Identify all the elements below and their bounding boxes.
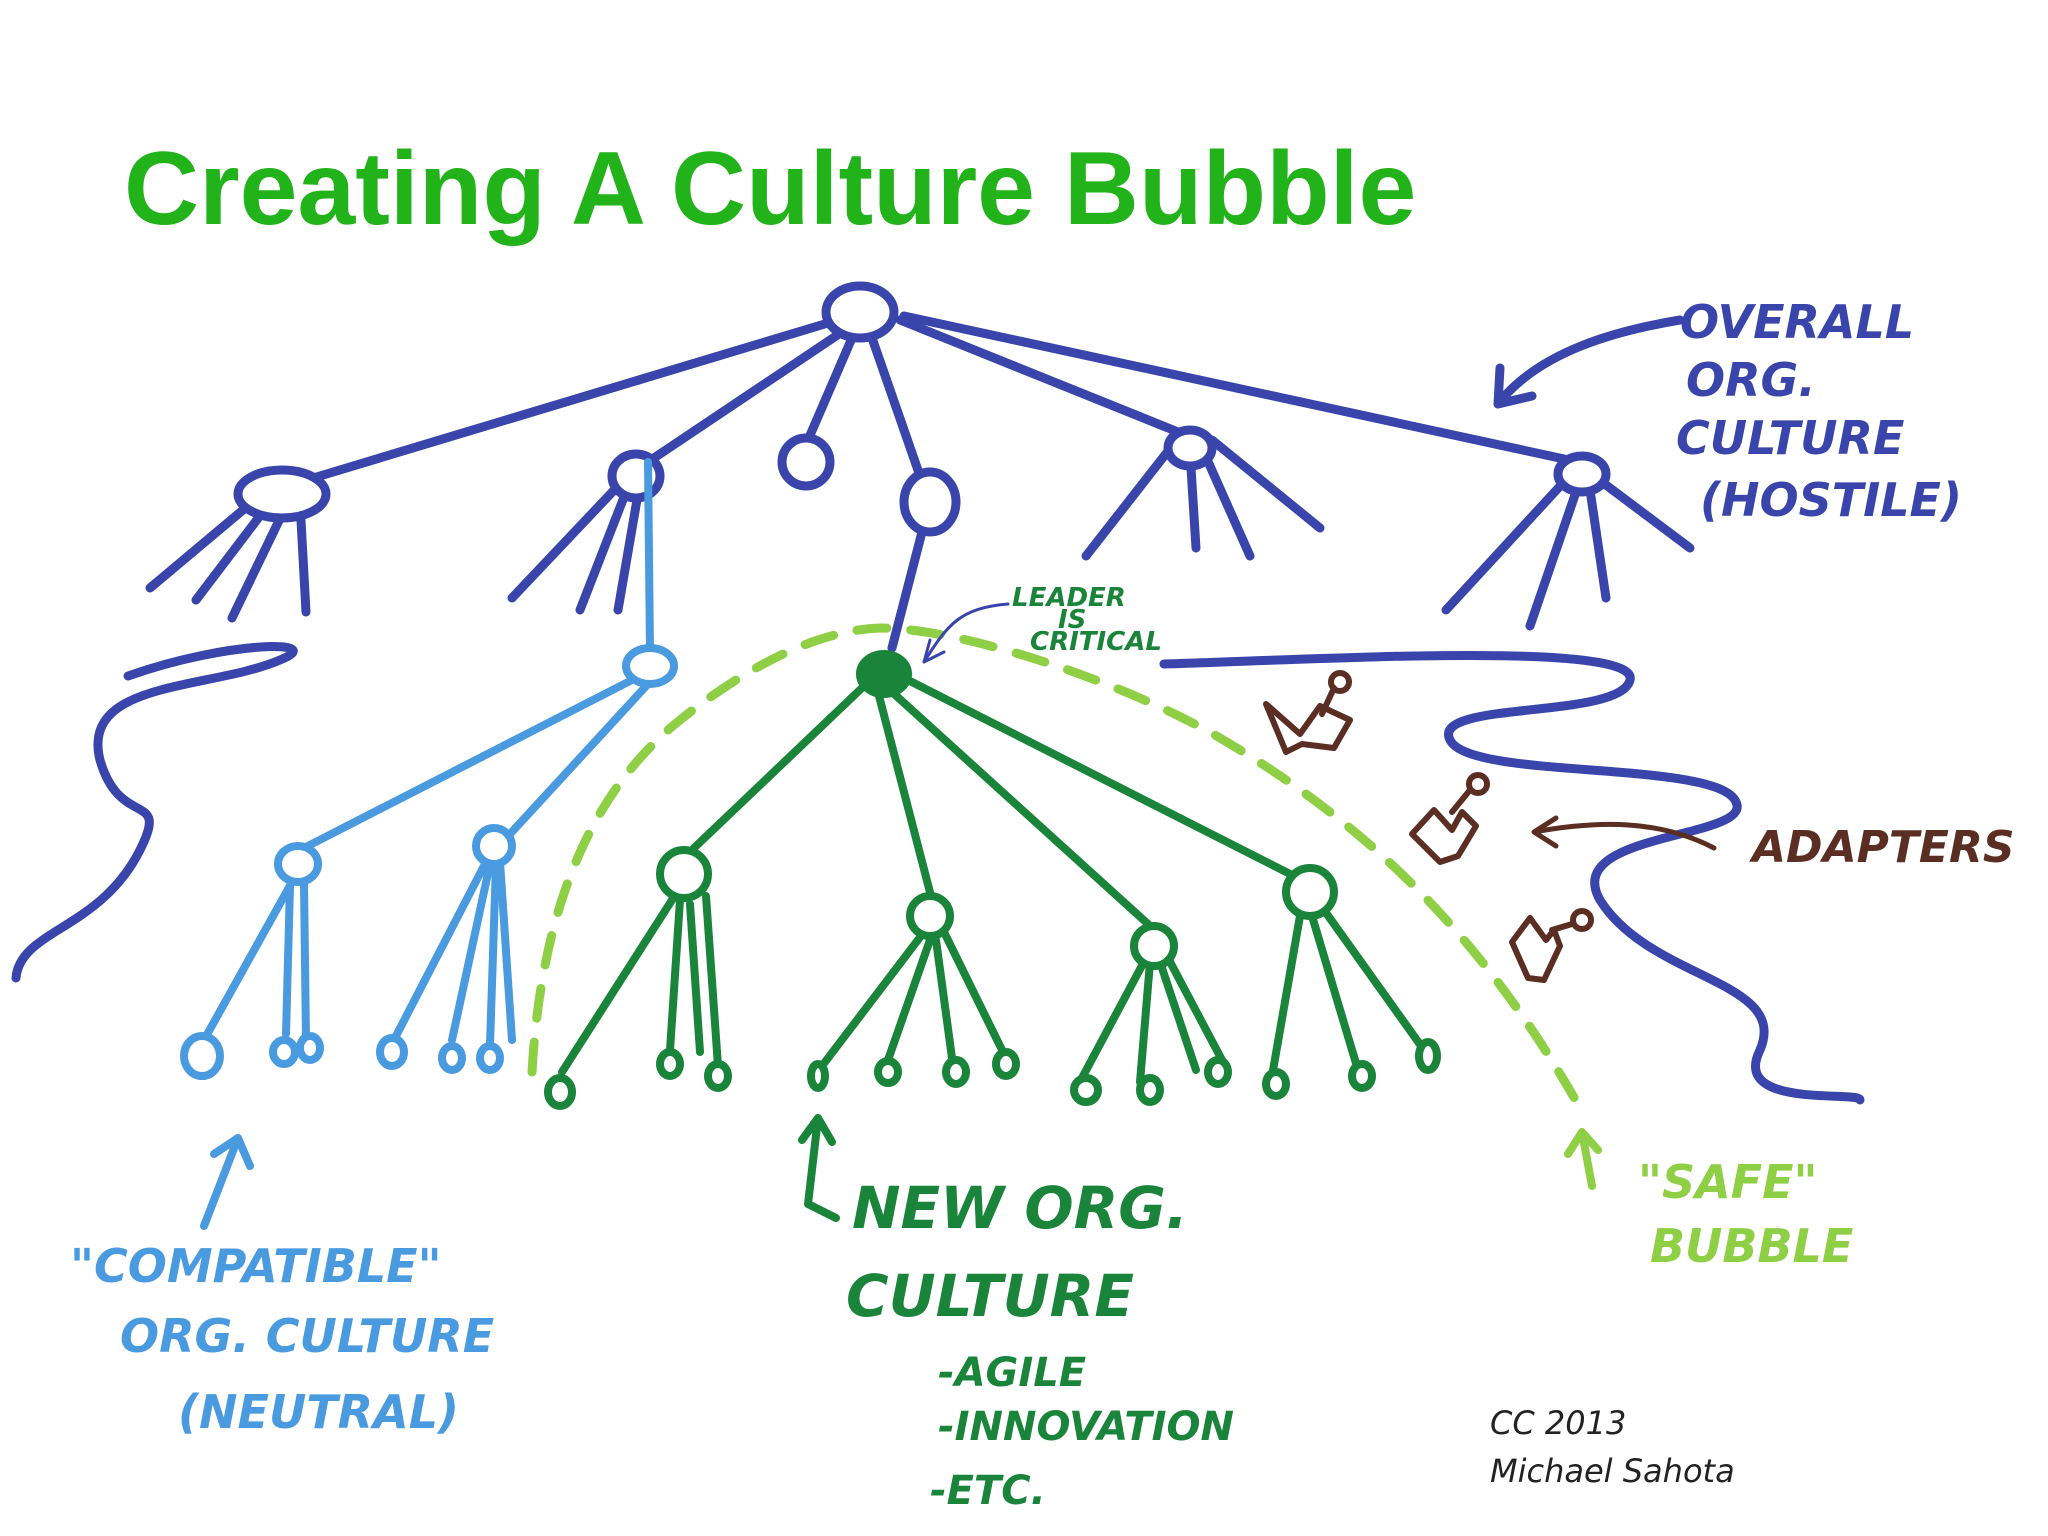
node-neutral-a: [274, 842, 322, 886]
compatible-org-tree: [180, 458, 678, 1230]
compatible-nodes: [180, 644, 678, 1080]
adapters-label: ADAPTERS: [1749, 822, 2015, 873]
safe-bubble-arc: [527, 623, 1585, 1113]
safe-label-line: "SAFE": [1638, 1155, 1818, 1209]
leaf-new: [1262, 1068, 1290, 1100]
overall-label-line: (HOSTILE): [1700, 473, 1962, 527]
leaf-new: [1348, 1060, 1376, 1092]
link-root-right: [899, 311, 1583, 467]
adapters-arrow: [1531, 815, 1717, 851]
node-right: [1553, 451, 1611, 497]
leaf-new: [942, 1056, 970, 1088]
credit: CC 2013 Michael Sahota: [1490, 1404, 1735, 1490]
compatible-label-line: "COMPATIBLE": [70, 1239, 442, 1293]
node-neutral-b: [472, 824, 516, 868]
leaf-new: [807, 1060, 829, 1092]
overall-arrow: [1493, 315, 1685, 409]
new-org-label: NEW ORG. CULTURE: [846, 1174, 1188, 1330]
overall-label-line: CULTURE: [1676, 411, 1904, 465]
credit-line: CC 2013: [1490, 1404, 1626, 1442]
leader-pointer: [922, 602, 1010, 664]
new-org-items: -AGILE -INNOVATION -ETC.: [930, 1350, 1234, 1514]
compatible-arrow: [200, 1134, 254, 1230]
node-neutral-top: [622, 644, 678, 688]
node-n5: [1163, 425, 1217, 471]
leaf-new: [874, 1057, 902, 1087]
link-n4-leader: [887, 527, 927, 653]
boundary-right-wave: [1159, 650, 1865, 1105]
leaf-new: [1415, 1038, 1441, 1074]
node-root: [821, 281, 899, 343]
node-n2: [607, 449, 665, 503]
link-root-left: [295, 315, 843, 487]
new-org-label-line: NEW ORG.: [852, 1174, 1188, 1242]
node-new-a: [656, 846, 712, 902]
leaf-neutral: [296, 1032, 324, 1064]
leaf-neutral: [180, 1032, 224, 1080]
leaf-new: [704, 1060, 732, 1092]
leaf-new: [1204, 1056, 1232, 1088]
credit-line: Michael Sahota: [1490, 1452, 1735, 1490]
adapter-3: [1509, 908, 1594, 983]
new-org-arrow: [798, 1114, 840, 1222]
leaf-new: [992, 1048, 1020, 1080]
leaf-new: [656, 1048, 684, 1080]
node-leader: [856, 650, 912, 698]
compatible-label: "COMPATIBLE" ORG. CULTURE (NEUTRAL): [70, 1239, 494, 1439]
overall-label-line: ORG.: [1686, 353, 1816, 407]
boundary-left-wave: [11, 642, 298, 983]
safe-label: "SAFE" BUBBLE: [1638, 1155, 1853, 1273]
link-root-n2: [643, 325, 850, 467]
new-org-tree: [544, 650, 1441, 1222]
new-org-nodes: [544, 650, 1441, 1110]
safe-bubble: [527, 623, 1602, 1190]
adapter-1: [1263, 670, 1353, 755]
leader-label-line: CRITICAL: [1030, 627, 1162, 657]
node-n3: [777, 433, 835, 491]
overall-label: OVERALL ORG. CULTURE (HOSTILE): [1676, 295, 1962, 527]
leaf-neutral: [269, 1036, 299, 1068]
leaf-neutral: [376, 1034, 408, 1070]
link-root-n5: [895, 315, 1193, 441]
overall-label-line: OVERALL: [1680, 295, 1914, 349]
safe-label-line: BUBBLE: [1650, 1219, 1853, 1273]
leader-label: LEADER IS CRITICAL: [1012, 583, 1162, 657]
leader-label-line: IS: [1058, 605, 1086, 635]
compatible-label-line: ORG. CULTURE: [120, 1309, 494, 1363]
leaf-neutral: [476, 1042, 504, 1074]
overall-nodes: [233, 281, 1611, 537]
leaf-neutral: [438, 1042, 466, 1074]
node-new-b: [906, 892, 954, 940]
node-n4: [899, 467, 961, 537]
node-new-d: [1282, 864, 1338, 920]
slide-title: Creating A Culture Bubble: [124, 131, 1417, 247]
link-root-n4: [867, 333, 925, 481]
new-org-item: -ETC.: [930, 1468, 1046, 1514]
leaf-new: [544, 1074, 576, 1110]
link-root-n3: [803, 333, 857, 445]
adapter-2: [1409, 772, 1490, 865]
new-org-item: -INNOVATION: [938, 1404, 1234, 1450]
overall-org-tree: [11, 281, 1865, 1105]
compatible-label-line: (NEUTRAL): [178, 1385, 459, 1439]
leader-label-line: LEADER: [1012, 583, 1126, 613]
leaf-new: [1136, 1074, 1164, 1106]
node-new-c: [1130, 922, 1178, 970]
node-left: [233, 465, 331, 523]
new-org-label-line: CULTURE: [846, 1262, 1134, 1330]
adapters: [1263, 670, 1717, 983]
leaf-new: [1070, 1074, 1102, 1106]
safe-arrow: [1564, 1128, 1602, 1190]
new-org-item: -AGILE: [938, 1350, 1086, 1396]
